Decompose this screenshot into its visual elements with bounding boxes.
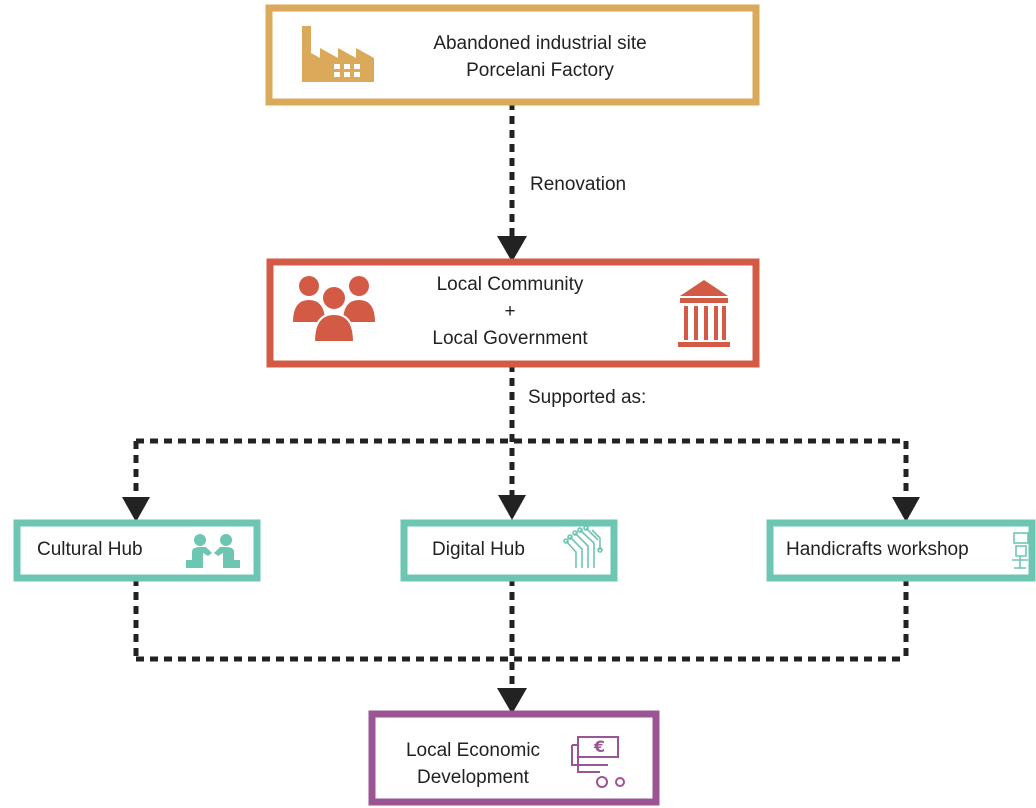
supported-as-label: Supported as: <box>528 387 647 408</box>
digital-hub-label: Digital Hub <box>432 539 525 560</box>
meeting-icon <box>186 534 240 568</box>
factory-line2: Porcelani Factory <box>466 60 614 81</box>
arrowhead-handicrafts <box>892 497 920 522</box>
connectors <box>133 102 909 688</box>
digital-hub-box <box>400 519 618 582</box>
community-line3: Local Government <box>432 328 588 349</box>
government-building-icon <box>678 280 730 347</box>
factory-icon <box>302 26 374 82</box>
renovation-label: Renovation <box>530 174 627 195</box>
community-line2: + <box>504 301 516 322</box>
economic-text: Local Economic Development <box>388 737 558 791</box>
tools-icon <box>1012 532 1029 569</box>
factory-line1: Abandoned industrial site <box>433 33 647 54</box>
cultural-hub-label: Cultural Hub <box>37 539 143 560</box>
economic-line1: Local Economic <box>405 740 541 761</box>
economic-line2: Development <box>417 767 529 788</box>
community-text: Local Community + Local Government <box>380 271 640 352</box>
circuit-icon <box>563 525 603 568</box>
svg-text:€: € <box>593 737 605 756</box>
community-line1: Local Community <box>436 274 584 295</box>
handicrafts-label: Handicrafts workshop <box>786 539 969 560</box>
arrowhead-community <box>497 236 527 262</box>
arrowhead-economic <box>497 688 527 714</box>
euro-money-icon: € <box>571 736 625 788</box>
arrowhead-digital <box>498 495 526 520</box>
arrowhead-cultural <box>122 497 150 522</box>
handicrafts-box <box>766 519 1036 582</box>
factory-text: Abandoned industrial site Porcelani Fact… <box>380 30 700 84</box>
people-icon <box>293 276 375 343</box>
arrowheads <box>122 236 920 714</box>
